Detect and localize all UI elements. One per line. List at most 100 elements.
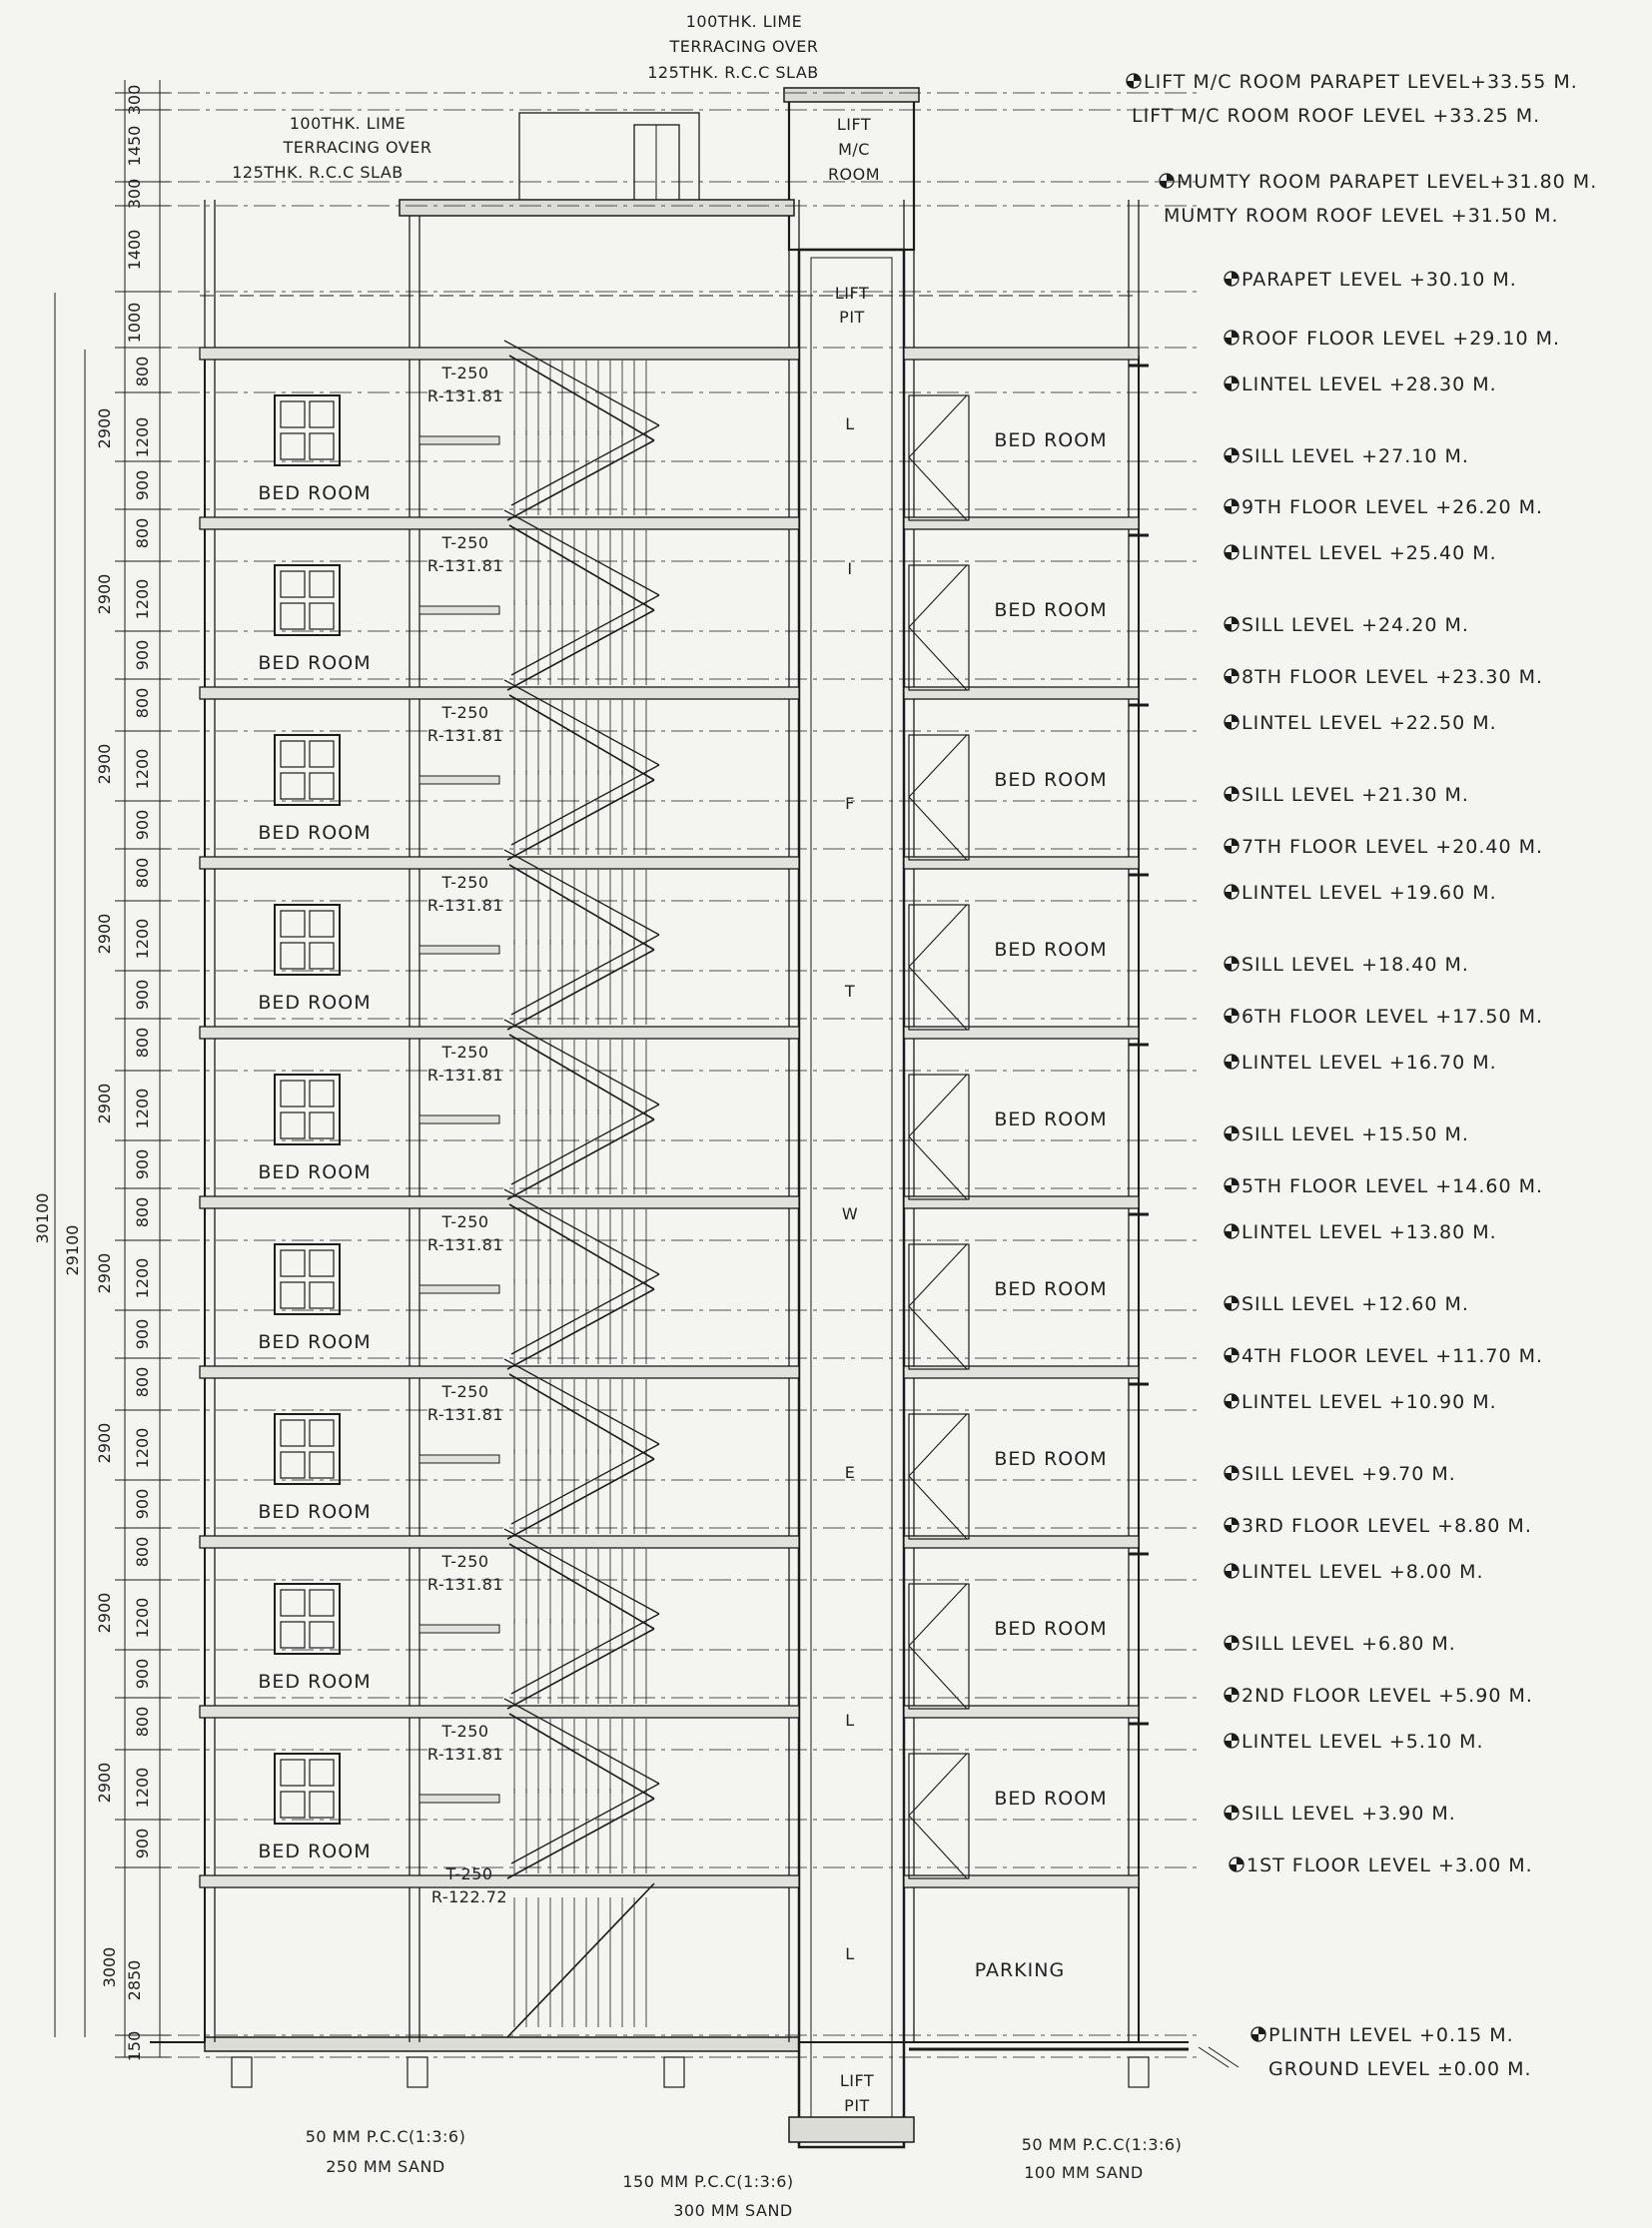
dim-segment-top-3: 1400 xyxy=(125,230,144,271)
lift-pit-top-label-2: PIT xyxy=(839,308,865,327)
lift-shaft-letter-4: W xyxy=(842,1204,858,1223)
floor-slab-left-7 xyxy=(199,686,800,700)
dim-sill-7: 900 xyxy=(133,1659,152,1690)
dimension-ground-3000: 3000 xyxy=(100,1947,119,1988)
level-label-20: 5TH FLOOR LEVEL +14.60 M. xyxy=(1241,1175,1543,1197)
dim-lintel-3: 800 xyxy=(133,858,152,889)
level-marker-17 xyxy=(1224,1008,1239,1024)
bed-room-right-label-2: BED ROOM xyxy=(994,769,1107,791)
bed-room-left-label-6: BED ROOM xyxy=(258,1501,371,1523)
mumty-slab-note: 100THK. LIME TERRACING OVER 125THK. R.C.… xyxy=(232,114,431,182)
lift-pit-top-label-1: LIFT xyxy=(835,284,869,303)
bed-room-left-label-4: BED ROOM xyxy=(258,1161,371,1183)
floor-slab-left-0 xyxy=(199,1874,800,1888)
bed-room-right-label-7: BED ROOM xyxy=(994,1618,1107,1640)
level-label-17: 6TH FLOOR LEVEL +17.50 M. xyxy=(1241,1006,1543,1028)
level-marker-29 xyxy=(1224,1687,1239,1703)
stair-riser-label-8: R-131.81 xyxy=(427,1745,503,1764)
lift-shaft-letter-1: I xyxy=(847,559,852,578)
stair-labels: T-250R-131.81T-250R-131.81T-250R-131.81T… xyxy=(427,364,507,1906)
bed-room-left-label-1: BED ROOM xyxy=(258,652,371,674)
dimension-overall-29100: 29100 xyxy=(63,1225,82,1276)
window-left-8 xyxy=(274,1753,341,1825)
plinth-beam xyxy=(204,2036,800,2052)
level-label-31: SILL LEVEL +3.90 M. xyxy=(1241,1803,1456,1825)
dim-floor-height-3: 2900 xyxy=(95,914,114,955)
dim-window-1: 1200 xyxy=(133,579,152,620)
level-marker-13 xyxy=(1224,786,1239,802)
level-label-9: LINTEL LEVEL +25.40 M. xyxy=(1241,542,1497,564)
window-left-4 xyxy=(274,1074,341,1145)
dim-lintel-8: 800 xyxy=(133,1707,152,1738)
door-right-7 xyxy=(908,1552,1149,1710)
level-marker-16 xyxy=(1224,956,1239,972)
floor-slab-right-7 xyxy=(903,686,1140,700)
floor-slab-left-6 xyxy=(199,856,800,870)
level-label-6: LINTEL LEVEL +28.30 M. xyxy=(1241,373,1497,395)
lift-shaft-letter-0: L xyxy=(845,414,854,433)
level-label-33: PLINTH LEVEL +0.15 M. xyxy=(1268,2024,1514,2046)
lift-pit-bottom-label-1: LIFT xyxy=(840,2071,874,2090)
level-marker-23 xyxy=(1224,1347,1239,1363)
lift-machine-room-slab-note: 100THK. LIME TERRACING OVER 125THK. R.C.… xyxy=(647,12,818,82)
footing-center xyxy=(663,2056,685,2088)
floor-slab-right-6 xyxy=(903,856,1140,870)
stair-flight-5 xyxy=(418,849,660,1031)
bed-room-left-label-7: BED ROOM xyxy=(258,1671,371,1693)
lift-pit-bottom-slab xyxy=(788,2116,915,2143)
level-marker-20 xyxy=(1224,1177,1239,1193)
dim-window-6: 1200 xyxy=(133,1428,152,1469)
bed-room-left-label-3: BED ROOM xyxy=(258,992,371,1014)
lift-shaft-letter-3: T xyxy=(844,982,855,1001)
dim-window-5: 1200 xyxy=(133,1258,152,1299)
level-marker-27 xyxy=(1224,1563,1239,1579)
level-marker-32 xyxy=(1229,1857,1244,1872)
floor-slab-left-5 xyxy=(199,1026,800,1040)
note-lmc-line1: 100THK. LIME xyxy=(686,12,803,31)
dim-segment-top-4: 1000 xyxy=(125,303,144,344)
parking-label: PARKING xyxy=(975,1959,1065,1981)
dim-floor-height-2: 2900 xyxy=(95,744,114,785)
level-label-11: 8TH FLOOR LEVEL +23.30 M. xyxy=(1241,666,1543,688)
stair-tread-label-6: T-250 xyxy=(440,1382,488,1401)
floor-slab-left-4 xyxy=(199,1195,800,1209)
level-label-13: SILL LEVEL +21.30 M. xyxy=(1241,784,1469,806)
dim-lintel-4: 800 xyxy=(133,1028,152,1059)
dim-floor-height-5: 2900 xyxy=(95,1253,114,1294)
stair-tread-label-8: T-250 xyxy=(440,1722,488,1741)
bed-room-right-label-1: BED ROOM xyxy=(994,599,1107,621)
window-left-3 xyxy=(274,904,341,976)
mumty-roof-slab xyxy=(399,199,795,217)
level-marker-24 xyxy=(1224,1393,1239,1409)
room-labels: BED ROOM BED ROOM BED ROOM BED ROOM BED ROOM… xyxy=(258,429,1107,1862)
level-marker-25 xyxy=(1224,1465,1239,1481)
footing-right xyxy=(1128,2056,1150,2088)
floor-slab-left-1 xyxy=(199,1705,800,1719)
level-marker-6 xyxy=(1224,375,1239,391)
level-marker-8 xyxy=(1224,498,1239,514)
dim-sill-4: 900 xyxy=(133,1149,152,1180)
level-label-29: 2ND FLOOR LEVEL +5.90 M. xyxy=(1241,1685,1533,1707)
dimension-overall-30100: 30100 xyxy=(33,1193,52,1244)
dim-floor-height-7: 2900 xyxy=(95,1593,114,1634)
door-right-8 xyxy=(908,1722,1149,1879)
dim-floor-height-1: 2900 xyxy=(95,574,114,615)
level-marker-12 xyxy=(1224,714,1239,730)
stair-riser-label-6: R-131.81 xyxy=(427,1405,503,1424)
level-marker-33 xyxy=(1250,2026,1266,2042)
floor-slab-right-4 xyxy=(903,1195,1140,1209)
level-label-23: 4TH FLOOR LEVEL +11.70 M. xyxy=(1241,1345,1543,1367)
bed-room-right-label-8: BED ROOM xyxy=(994,1788,1107,1810)
door-right-2 xyxy=(908,703,1149,861)
level-marker-21 xyxy=(1224,1223,1239,1239)
dim-sill-3: 900 xyxy=(133,980,152,1011)
floor-slab-left-9 xyxy=(199,347,800,361)
mumty-room-wall xyxy=(518,112,700,204)
floor-slab-left-3 xyxy=(199,1365,800,1379)
dim-segment-top-0: 300 xyxy=(125,85,144,116)
door-right-0 xyxy=(908,364,1149,521)
level-marker-15 xyxy=(1224,884,1239,900)
stair-tread-label-3: T-250 xyxy=(440,873,488,892)
bed-room-left-label-8: BED ROOM xyxy=(258,1841,371,1862)
dim-window-2: 1200 xyxy=(133,749,152,790)
